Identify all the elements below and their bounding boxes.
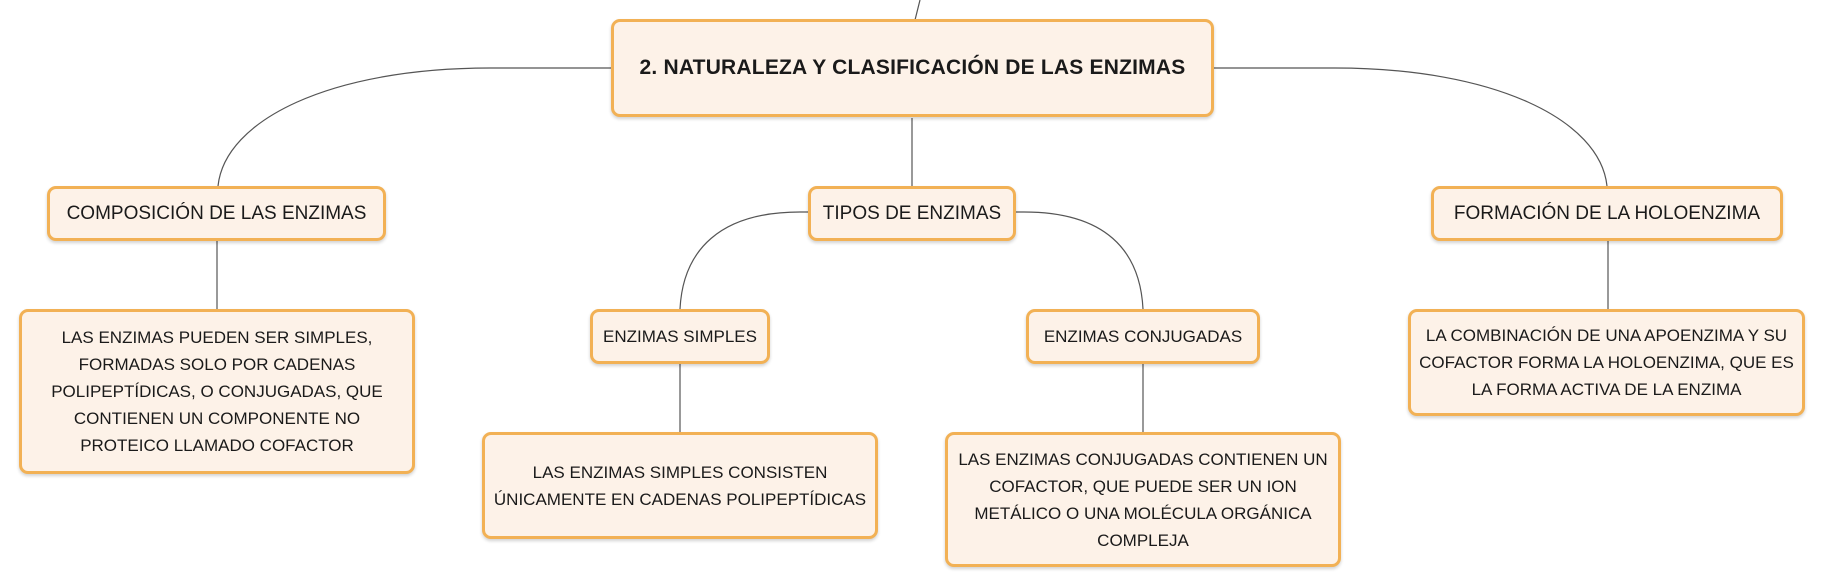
composicion-text-node[interactable]: LAS ENZIMAS PUEDEN SER SIMPLES, FORMADAS… — [19, 309, 415, 474]
composicion-label: COMPOSICIÓN DE LAS ENZIMAS — [66, 202, 367, 224]
holoenzima-node[interactable]: FORMACIÓN DE LA HOLOENZIMA — [1431, 186, 1783, 241]
simples-label: ENZIMAS SIMPLES — [603, 326, 757, 346]
conjugadas-node[interactable]: ENZIMAS CONJUGADAS — [1026, 309, 1260, 364]
conjugadas-text-node[interactable]: LAS ENZIMAS CONJUGADAS CONTIENEN UN COFA… — [945, 432, 1341, 567]
holoenzima-text-node[interactable]: LA COMBINACIÓN DE UNA APOENZIMA Y SU COF… — [1408, 309, 1805, 416]
conjugadas-text: LAS ENZIMAS CONJUGADAS CONTIENEN UN COFA… — [958, 449, 1328, 550]
simples-node[interactable]: ENZIMAS SIMPLES — [590, 309, 770, 364]
composicion-text: LAS ENZIMAS PUEDEN SER SIMPLES, FORMADAS… — [51, 328, 383, 455]
link-root-to-holoenzima — [1214, 67, 1608, 187]
root-node[interactable]: 2. NATURALEZA Y CLASIFICACIÓN DE LAS ENZ… — [611, 19, 1214, 117]
holoenzima-text: LA COMBINACIÓN DE UNA APOENZIMA Y SU COF… — [1419, 326, 1794, 399]
link-tipos-to-conjugadas — [1016, 211, 1144, 310]
conjugadas-label: ENZIMAS CONJUGADAS — [1043, 326, 1243, 346]
composicion-node[interactable]: COMPOSICIÓN DE LAS ENZIMAS — [47, 186, 386, 241]
tipos-label: TIPOS DE ENZIMAS — [822, 202, 1002, 224]
simples-text-node[interactable]: LAS ENZIMAS SIMPLES CONSISTEN ÚNICAMENTE… — [482, 432, 878, 539]
simples-text: LAS ENZIMAS SIMPLES CONSISTEN ÚNICAMENTE… — [493, 462, 867, 509]
tipos-node[interactable]: TIPOS DE ENZIMAS — [808, 186, 1016, 241]
root-label: 2. NATURALEZA Y CLASIFICACIÓN DE LAS ENZ… — [639, 56, 1186, 79]
link-parent-to-root — [914, 0, 921, 21]
holoenzima-label: FORMACIÓN DE LA HOLOENZIMA — [1453, 202, 1761, 224]
link-root-to-composicion — [217, 67, 612, 187]
link-tipos-to-simples — [679, 211, 808, 310]
